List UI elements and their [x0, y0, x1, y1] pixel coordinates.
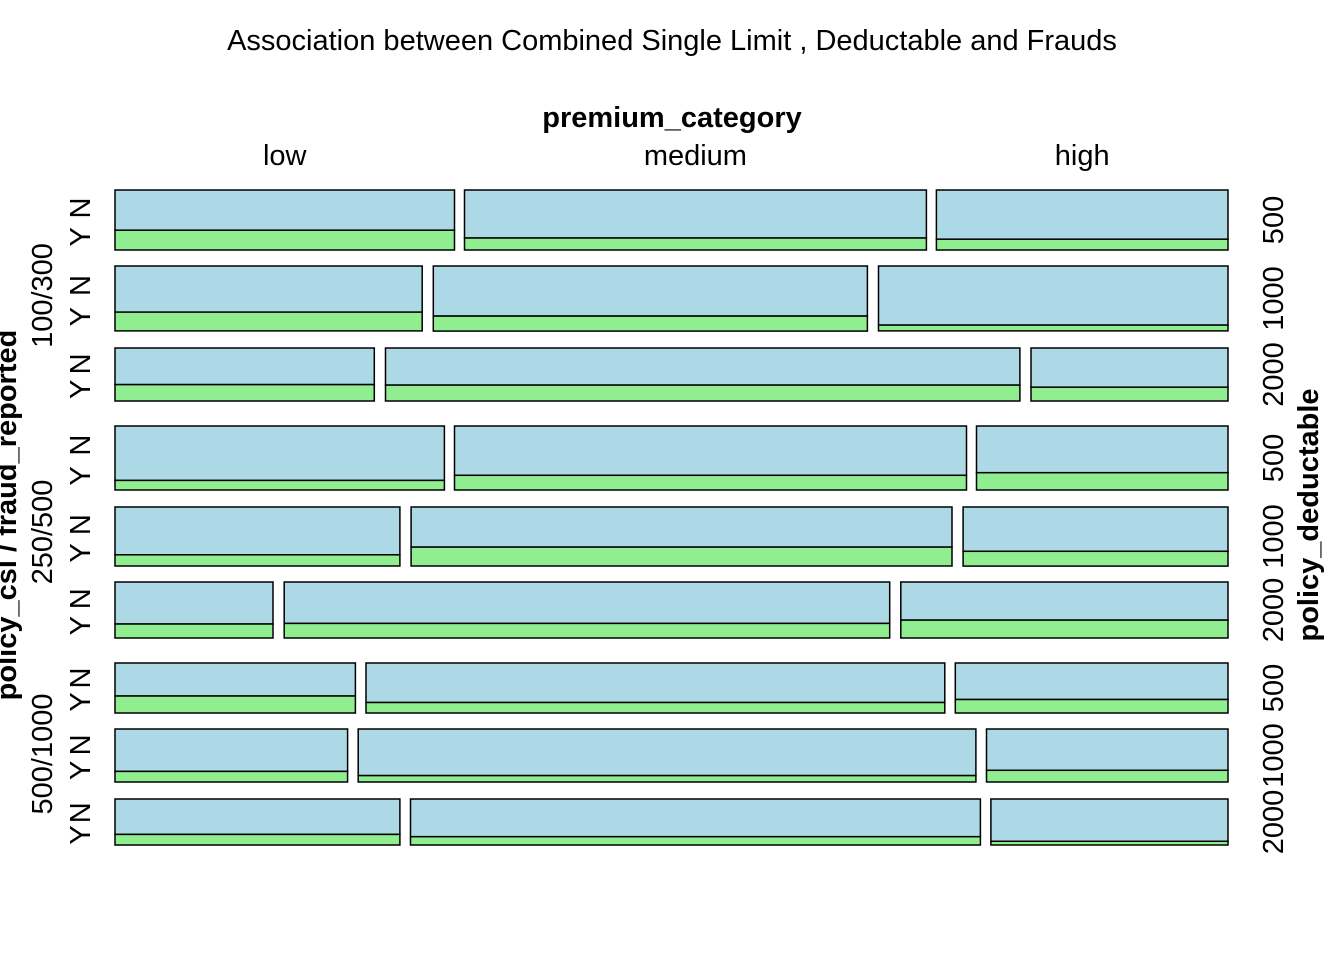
premium-category-label: low — [263, 140, 308, 172]
deductable-label: 2000 — [1258, 790, 1290, 855]
cell-fraud-y — [114, 479, 446, 491]
cell-fraud-y — [985, 769, 1229, 783]
csl-label: 250/500 — [27, 480, 59, 585]
fraud-level-label: Y — [65, 692, 97, 711]
fraud-level-label: N — [65, 435, 97, 456]
fraud-level-label: N — [65, 734, 97, 755]
deductable-label: 2000 — [1258, 578, 1290, 643]
csl-label: 100/300 — [27, 243, 59, 348]
csl-label: 500/1000 — [27, 694, 59, 815]
cell-fraud-n — [283, 581, 891, 625]
fraud-level-label: Y — [65, 616, 97, 635]
fraud-level-label: Y — [65, 380, 97, 399]
fraud-level-label: N — [65, 514, 97, 535]
fraud-level-label: N — [65, 588, 97, 609]
cell-fraud-y — [962, 550, 1229, 567]
fraud-level-label: N — [65, 275, 97, 296]
cell-fraud-y — [463, 237, 928, 251]
cell-fraud-n — [410, 506, 953, 548]
cell-fraud-y — [114, 770, 349, 783]
deductable-label: 500 — [1258, 664, 1290, 712]
cell-fraud-y — [114, 623, 274, 639]
fraud-level-label: Y — [65, 307, 97, 326]
deductable-label: 2000 — [1258, 342, 1290, 407]
fraud-level-label: N — [65, 198, 97, 219]
cell-fraud-n — [114, 581, 274, 625]
cell-fraud-n — [990, 798, 1229, 843]
fraud-level-label: N — [65, 668, 97, 689]
cell-fraud-y — [114, 554, 401, 567]
deductable-label: 500 — [1258, 434, 1290, 482]
cell-fraud-n — [935, 189, 1229, 240]
cell-fraud-y — [975, 471, 1229, 491]
mosaic-cells — [114, 189, 1229, 846]
cell-fraud-n — [975, 425, 1229, 474]
cell-fraud-n — [985, 728, 1229, 772]
cell-fraud-n — [114, 728, 349, 773]
cell-fraud-n — [114, 662, 357, 697]
cell-fraud-y — [114, 383, 376, 402]
premium-category-labels: low medium high — [263, 140, 1110, 172]
premium-category-label: medium — [644, 140, 747, 172]
fraud-level-label: Y — [65, 761, 97, 780]
cell-fraud-y — [900, 619, 1229, 639]
cell-fraud-y — [114, 311, 423, 332]
fraud-level-label: N — [65, 353, 97, 374]
deductable-label: 500 — [1258, 196, 1290, 244]
cell-fraud-y — [114, 833, 401, 846]
cell-fraud-n — [900, 581, 1229, 621]
cell-fraud-n — [114, 506, 401, 556]
cell-fraud-y — [453, 474, 968, 491]
cell-fraud-y — [357, 774, 977, 783]
cell-fraud-y — [384, 384, 1021, 402]
cell-fraud-y — [365, 701, 946, 714]
cell-fraud-n — [409, 798, 982, 838]
cell-fraud-n — [432, 265, 869, 317]
deductable-label: 1000 — [1258, 504, 1290, 569]
deductable-label: 1000 — [1258, 723, 1290, 788]
cell-fraud-n — [114, 189, 456, 231]
fraud-level-label: Y — [65, 466, 97, 485]
cell-fraud-n — [114, 347, 376, 386]
cell-fraud-y — [1030, 386, 1229, 402]
deductable-label: 1000 — [1258, 266, 1290, 331]
cell-fraud-n — [365, 662, 946, 704]
cell-fraud-y — [990, 840, 1229, 846]
cell-fraud-n — [114, 425, 446, 482]
cell-fraud-n — [463, 189, 928, 239]
cell-fraud-n — [1030, 347, 1229, 388]
cell-fraud-n — [114, 265, 423, 313]
cell-fraud-y — [114, 229, 456, 251]
cell-fraud-y — [432, 315, 869, 332]
cell-fraud-y — [283, 622, 891, 639]
chart-title: Association between Combined Single Limi… — [227, 25, 1117, 57]
left-axis-title: policy_csl / fraud_reported — [0, 330, 23, 701]
cell-fraud-n — [114, 798, 401, 836]
cell-fraud-n — [357, 728, 977, 777]
premium-category-label: high — [1055, 140, 1110, 172]
fraud-level-label: Y — [65, 543, 97, 562]
fraud-level-label: N — [65, 802, 97, 823]
cell-fraud-n — [954, 662, 1229, 701]
cell-fraud-n — [962, 506, 1229, 553]
cell-fraud-y — [877, 324, 1229, 332]
cell-fraud-n — [384, 347, 1021, 386]
cell-fraud-y — [954, 698, 1229, 714]
fraud-level-label: Y — [65, 227, 97, 246]
cell-fraud-y — [410, 546, 953, 567]
cell-fraud-n — [453, 425, 968, 477]
right-axis-title: policy_deductable — [1293, 388, 1325, 641]
top-axis-title: premium_category — [542, 102, 802, 134]
cell-fraud-n — [877, 265, 1229, 326]
cell-fraud-y — [409, 835, 982, 846]
cell-fraud-y — [114, 695, 357, 714]
fraud-level-label: Y — [65, 825, 97, 844]
cell-fraud-y — [935, 238, 1229, 251]
